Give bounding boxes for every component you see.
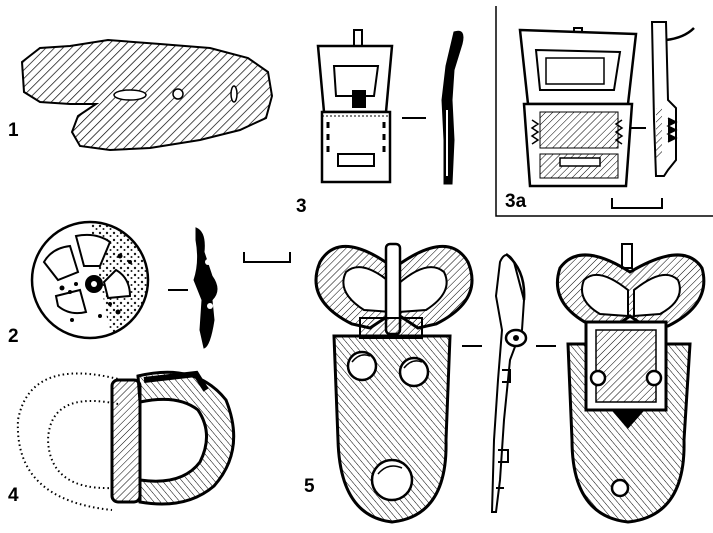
buckle-5-back bbox=[555, 243, 706, 524]
scale-bar bbox=[243, 252, 291, 263]
buckle-3-front bbox=[316, 29, 394, 184]
label-item-2: 2 bbox=[8, 326, 19, 347]
scale-bar-3a bbox=[611, 198, 663, 209]
label-item-4: 4 bbox=[8, 485, 19, 506]
fragment-1 bbox=[20, 38, 274, 152]
label-item-3a: 3a bbox=[505, 191, 527, 212]
label-item-1: 1 bbox=[8, 120, 19, 141]
plaque-2-profile bbox=[193, 227, 218, 349]
buckle-5-profile bbox=[490, 253, 528, 513]
buckle-5-front bbox=[314, 242, 474, 524]
buckle-3-profile bbox=[441, 30, 464, 185]
label-item-5: 5 bbox=[304, 476, 315, 497]
label-item-3: 3 bbox=[296, 196, 307, 217]
buckle-3a-profile bbox=[650, 21, 695, 177]
buckle-3a-front bbox=[518, 27, 638, 188]
plaque-2-front bbox=[30, 220, 150, 340]
inset-frame bbox=[495, 6, 713, 217]
buckle-4 bbox=[16, 370, 236, 511]
